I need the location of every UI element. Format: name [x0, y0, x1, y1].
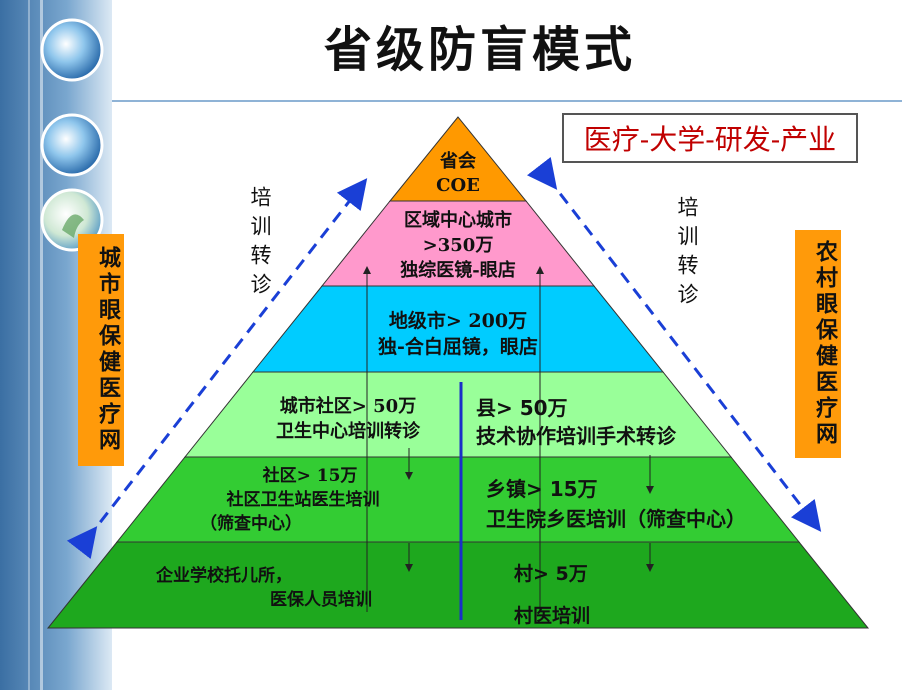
decorative-orb-2 — [40, 113, 104, 177]
tier-3-label: 地级市> 200万 独-合白屈镜，眼店 — [378, 310, 538, 358]
tier-5-urban-label: 社区> 15万 社区卫生站医生培训 （筛查中心） — [200, 466, 380, 534]
tier-6-urban-label: 企业学校托儿所， 医保人员培训 — [156, 566, 372, 610]
right-training-referral-label: 培训转诊 — [675, 196, 699, 312]
tagline-box: 医疗-大学-研发-产业 — [562, 113, 858, 163]
decorative-orb-1 — [40, 18, 104, 82]
urban-eye-care-network-box: 城市眼保健医疗网 — [78, 234, 124, 466]
tier-2-label: 区域中心城市 >350万 独综医镜-眼店 — [400, 210, 516, 281]
left-training-referral-label: 培训转诊 — [248, 186, 272, 302]
tier-4-urban-label: 城市社区> 50万 卫生中心培训转诊 — [276, 396, 420, 442]
rural-eye-care-network-box: 农村眼保健医疗网 — [795, 230, 841, 458]
tier-6-rural-label: 村> 5万 村医培训 — [514, 563, 591, 627]
tier-5-rural-label: 乡镇> 15万 卫生院乡医培训（筛查中心） — [486, 477, 746, 531]
page-title: 省级防盲模式 — [323, 22, 636, 78]
tier-4-rural-label: 县> 50万 技术协作培训手术转诊 — [476, 396, 676, 448]
tier-1-label: 省会 COE — [436, 151, 480, 196]
title-divider — [112, 100, 902, 102]
